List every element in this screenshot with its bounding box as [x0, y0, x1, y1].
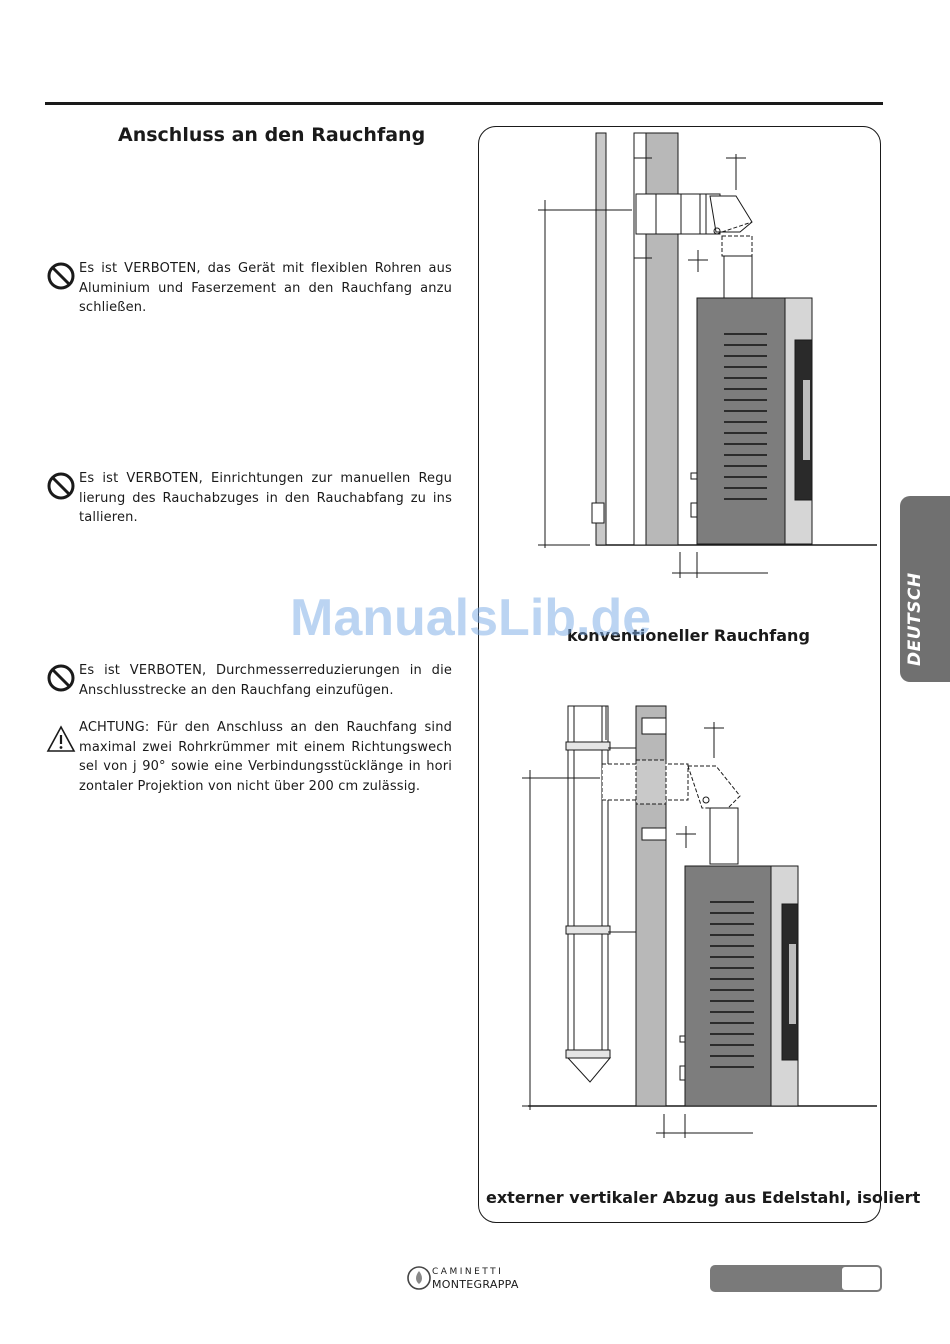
top-rule: [45, 102, 883, 105]
page-number-bar: [710, 1265, 882, 1292]
watermark: ManualsLib.de: [290, 589, 652, 647]
notice-flexible-pipes: Es ist VERBOTEN, das Gerät mit flexiblen…: [46, 259, 452, 318]
figure-frame: [478, 126, 881, 1223]
notice-text: ACHTUNG: Für den Anschluss an den Rauchf…: [79, 720, 452, 794]
brand-line2: MONTEGRAPPA: [432, 1278, 519, 1291]
diagram-external-steel-flue: [522, 705, 877, 1138]
prohibited-icon: [47, 664, 75, 692]
notice-diameter-reduction: Es ist VERBOTEN, Durchmesserreduzierunge…: [46, 661, 452, 700]
notice-attention: ACHTUNG: Für den Anschluss an den Rauchf…: [46, 718, 452, 796]
language-tab: DEUTSCH: [900, 496, 950, 682]
language-tab-label: DEUTSCH: [905, 572, 925, 666]
prohibited-icon: [47, 262, 75, 290]
figure-caption-external: externer vertikaler Abzug aus Edelstahl,…: [486, 1188, 921, 1207]
prohibited-icon: [47, 472, 75, 500]
notice-text: Es ist VERBOTEN, Durchmesserreduzierunge…: [79, 663, 452, 698]
diagram-conventional-chimney: [538, 132, 877, 578]
notice-text: Es ist VERBOTEN, Einrichtungen zur manue…: [79, 471, 452, 525]
flame-logo-icon: [407, 1266, 431, 1290]
brand-line1: CAMINETTI: [432, 1267, 504, 1277]
warning-triangle-icon: [46, 725, 76, 752]
section-title: Anschluss an den Rauchfang: [118, 124, 426, 146]
figure-caption-conventional: konventioneller Rauchfang: [567, 626, 810, 645]
notice-manual-regulation: Es ist VERBOTEN, Einrichtungen zur manue…: [46, 469, 452, 528]
notice-text: Es ist VERBOTEN, das Gerät mit flexiblen…: [79, 261, 452, 315]
page-number-box: [841, 1266, 881, 1291]
